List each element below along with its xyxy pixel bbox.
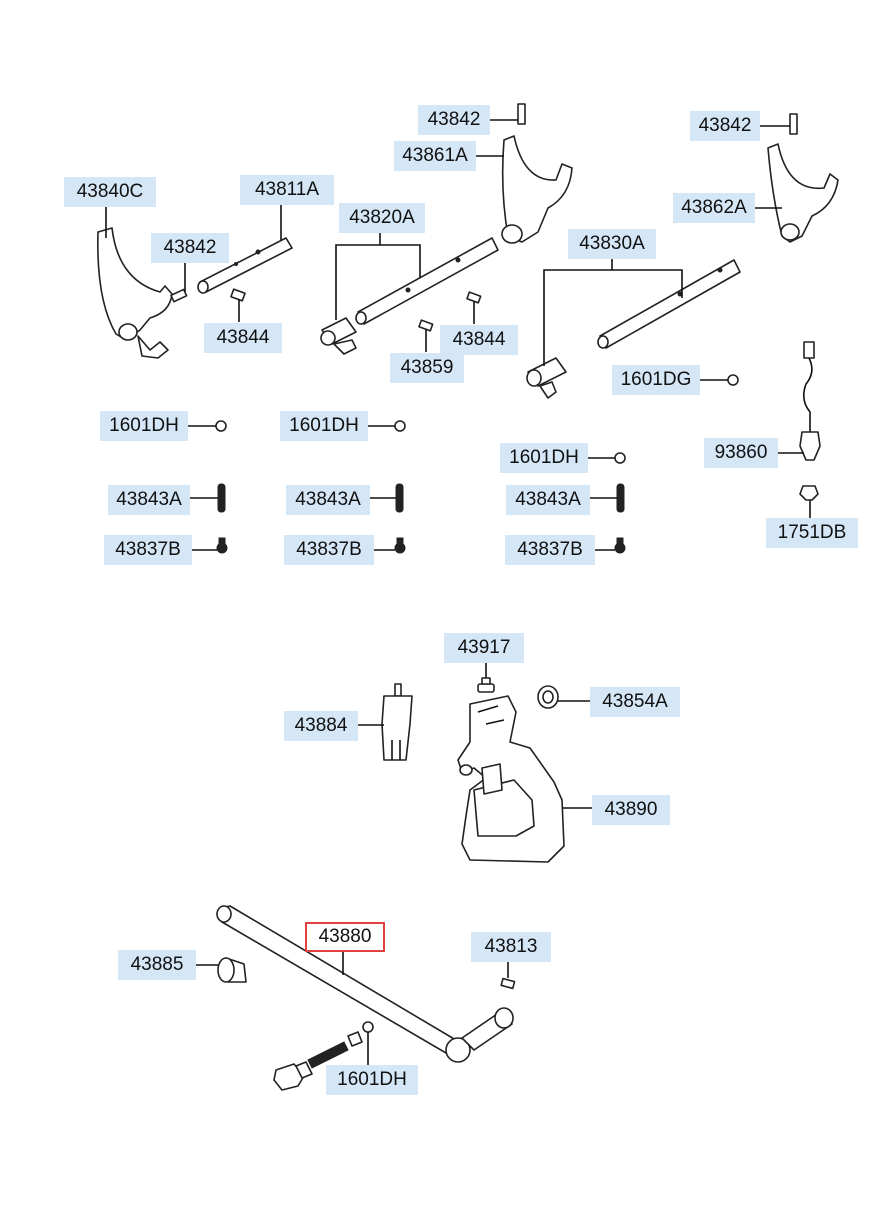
- label-43862a[interactable]: 43862A: [673, 193, 755, 223]
- shift-fork-43861a[interactable]: [501, 135, 573, 244]
- lever-43884[interactable]: [381, 683, 413, 761]
- label-43820a[interactable]: 43820A: [339, 203, 425, 233]
- label-43885[interactable]: 43885: [118, 950, 196, 980]
- label-43880-highlighted[interactable]: 43880: [305, 922, 385, 952]
- label-1601dh-c[interactable]: 1601DH: [500, 443, 588, 473]
- washer-43854a[interactable]: [537, 685, 559, 709]
- shift-fork-43862a[interactable]: [767, 143, 839, 243]
- plug-43837b-a[interactable]: [216, 537, 228, 554]
- shift-housing-43890[interactable]: [457, 695, 565, 863]
- shift-rod-43830a[interactable]: [526, 259, 741, 399]
- label-43837b-b[interactable]: 43837B: [284, 535, 374, 565]
- pin-43842-b[interactable]: [517, 103, 526, 125]
- label-1601dg[interactable]: 1601DG: [612, 365, 700, 395]
- o-ring-1601dh-a[interactable]: [215, 420, 227, 432]
- label-43811a[interactable]: 43811A: [240, 175, 334, 205]
- key-43844-b[interactable]: [466, 291, 482, 304]
- key-43844-a[interactable]: [230, 288, 246, 302]
- shift-fork-43840c[interactable]: [97, 227, 173, 359]
- label-43842-c[interactable]: 43842: [690, 111, 760, 141]
- spring-43843a-a[interactable]: [217, 483, 226, 513]
- label-43813[interactable]: 43813: [471, 932, 551, 962]
- shift-rod-43820a[interactable]: [320, 237, 499, 355]
- label-43844-a[interactable]: 43844: [204, 323, 282, 353]
- plug-43837b-c[interactable]: [614, 537, 626, 554]
- sensor-93860[interactable]: [799, 341, 821, 461]
- key-43859[interactable]: [418, 319, 434, 332]
- label-1601dh-b[interactable]: 1601DH: [280, 411, 368, 441]
- shift-shaft-43880[interactable]: [216, 905, 514, 1063]
- label-1601dh-a[interactable]: 1601DH: [100, 411, 188, 441]
- leader-lines: [105, 119, 811, 1068]
- label-93860[interactable]: 93860: [704, 438, 778, 468]
- shift-rod-43811a[interactable]: [197, 237, 293, 294]
- label-43843a-c[interactable]: 43843A: [506, 485, 590, 515]
- pin-43813[interactable]: [500, 977, 516, 990]
- o-ring-1601dh-c[interactable]: [614, 452, 626, 464]
- label-43861a[interactable]: 43861A: [394, 141, 476, 171]
- pin-43842-a[interactable]: [170, 288, 188, 303]
- label-43844-b[interactable]: 43844: [440, 325, 518, 355]
- detent-bolt-assembly[interactable]: [273, 1031, 363, 1091]
- label-43842-a[interactable]: 43842: [151, 233, 229, 263]
- o-ring-1601dh-d[interactable]: [362, 1021, 374, 1033]
- bolt-43917[interactable]: [477, 677, 495, 693]
- label-43890[interactable]: 43890: [592, 795, 670, 825]
- spring-43843a-b[interactable]: [395, 483, 404, 513]
- label-43854a[interactable]: 43854A: [590, 687, 680, 717]
- label-43843a-b[interactable]: 43843A: [286, 485, 370, 515]
- spring-43843a-c[interactable]: [616, 483, 625, 513]
- label-43837b-c[interactable]: 43837B: [505, 535, 595, 565]
- pin-43842-c[interactable]: [789, 113, 798, 135]
- bushing-43885[interactable]: [217, 957, 247, 983]
- label-43840c[interactable]: 43840C: [64, 177, 156, 207]
- label-43842-b[interactable]: 43842: [418, 105, 490, 135]
- nut-1751db[interactable]: [799, 485, 819, 501]
- label-43843a-a[interactable]: 43843A: [108, 485, 190, 515]
- o-ring-1601dh-b[interactable]: [394, 420, 406, 432]
- o-ring-1601dg[interactable]: [727, 374, 739, 386]
- plug-43837b-b[interactable]: [394, 537, 406, 554]
- label-1751db[interactable]: 1751DB: [766, 518, 858, 548]
- label-43837b-a[interactable]: 43837B: [104, 535, 192, 565]
- label-43884[interactable]: 43884: [284, 711, 358, 741]
- label-43830a[interactable]: 43830A: [568, 229, 656, 259]
- label-43859[interactable]: 43859: [390, 353, 464, 383]
- label-43917[interactable]: 43917: [444, 633, 524, 663]
- label-1601dh-d[interactable]: 1601DH: [326, 1065, 418, 1095]
